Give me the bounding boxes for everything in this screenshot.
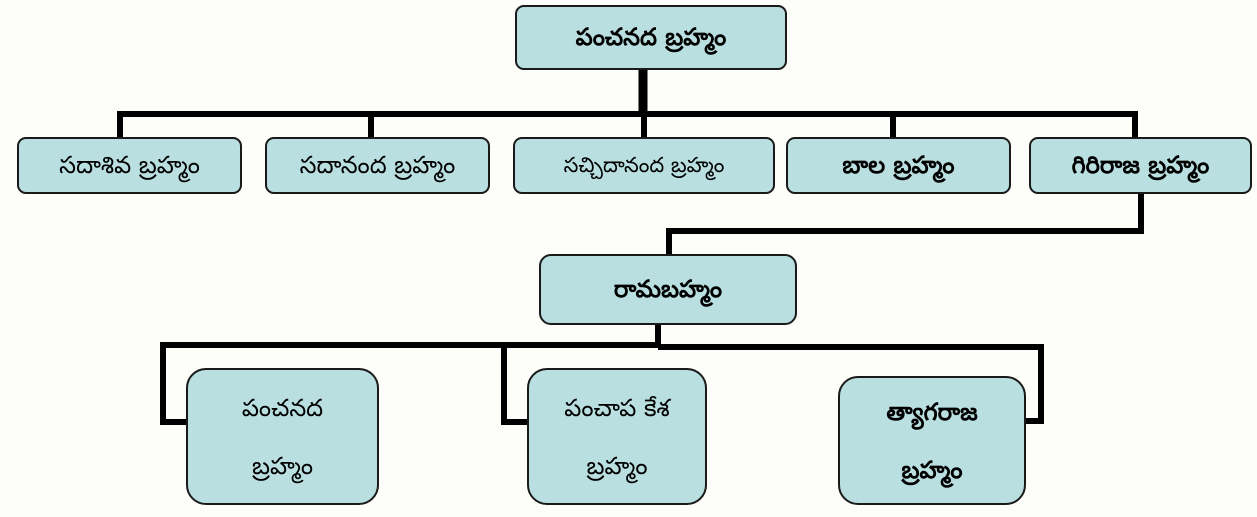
node-label: రామబహ్మం [613,275,723,304]
node-label: గిరిరాజ బ్రహ్మం [1071,151,1210,180]
connector-level3-middle [501,345,529,425]
node-label: సదానంద బ్రహ్మం [299,151,456,180]
node-label-line1: పంచాప కేశ [564,393,670,422]
node-label-line2: బ్రహ్మం [251,451,314,480]
connector-level3-right [658,344,1044,424]
root-node: పంచనద బ్రహ్మం [515,5,787,70]
level1-node-giriraja: గిరిరాజ బ్రహ్మం [1029,137,1252,194]
node-label: బాల బ్రహ్మం [842,151,955,180]
node-label: సచ్చిదానంద బ్రహ్మం [563,152,725,177]
level1-node-sacchidananda: సచ్చిదానంద బ్రహ్మం [513,137,775,194]
level1-node-sadananda: సదానంద బ్రహ్మం [265,137,490,194]
level3-node-panchanada: పంచనద బ్రహ్మం [186,368,379,505]
level3-node-panchapakesha: పంచాప కేశ బ్రహ్మం [527,368,707,505]
node-label-line1: పంచనద [241,393,324,422]
node-label: సదాశివ బ్రహ్మం [59,151,200,180]
connector-level3-left [160,342,658,425]
level1-node-bala: బాల బ్రహ్మం [786,137,1011,194]
level3-node-tyagaraja: త్యాగరాజ బ్రహ్మం [838,376,1026,505]
node-label-line2: బ్రహ్మం [901,455,963,484]
level1-node-sadashiva: సదాశివ బ్రహ్మం [17,137,242,194]
level2-node-ramabrahmam: రామబహ్మం [539,254,797,325]
root-node-label: పంచనద బ్రహ్మం [575,23,727,52]
connector-giriraja-to-rama [666,192,1144,256]
node-label-line1: త్యాగరాజ [886,397,978,426]
node-label-line2: బ్రహ్మం [586,451,648,480]
